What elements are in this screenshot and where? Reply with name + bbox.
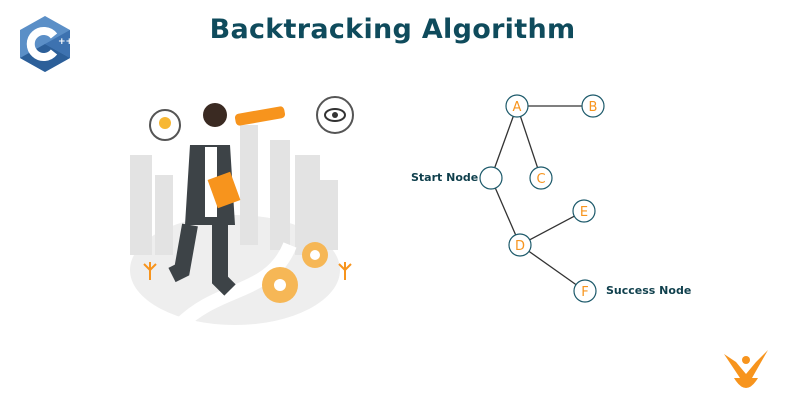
- edge-A-C: [519, 116, 539, 168]
- node-label-E: E: [580, 205, 588, 220]
- success-node-label: Success Node: [606, 284, 692, 297]
- node-E: [572, 199, 596, 223]
- edge-A-S: [494, 116, 514, 168]
- node-label-D: D: [515, 239, 525, 254]
- start-node-label: Start Node: [411, 171, 479, 184]
- node-label-C: C: [536, 172, 545, 187]
- node-F: [573, 279, 597, 303]
- node-S: [479, 166, 503, 190]
- edge-S-D: [494, 187, 517, 236]
- node-label-F: F: [581, 285, 588, 300]
- node-label-B: B: [589, 100, 598, 115]
- node-A: [505, 94, 529, 118]
- node-label-A: A: [513, 100, 522, 115]
- edge-D-E: [529, 215, 575, 241]
- edge-D-F: [528, 250, 577, 286]
- brand-logo-icon: [724, 350, 768, 388]
- node-D: [508, 233, 532, 257]
- svg-text:++: ++: [58, 37, 72, 47]
- page-title: Backtracking Algorithm: [209, 14, 576, 45]
- node-B: [581, 94, 605, 118]
- cpp-logo-icon: ++: [20, 16, 72, 72]
- explorer-illustration: [130, 96, 354, 331]
- node-C: [529, 166, 553, 190]
